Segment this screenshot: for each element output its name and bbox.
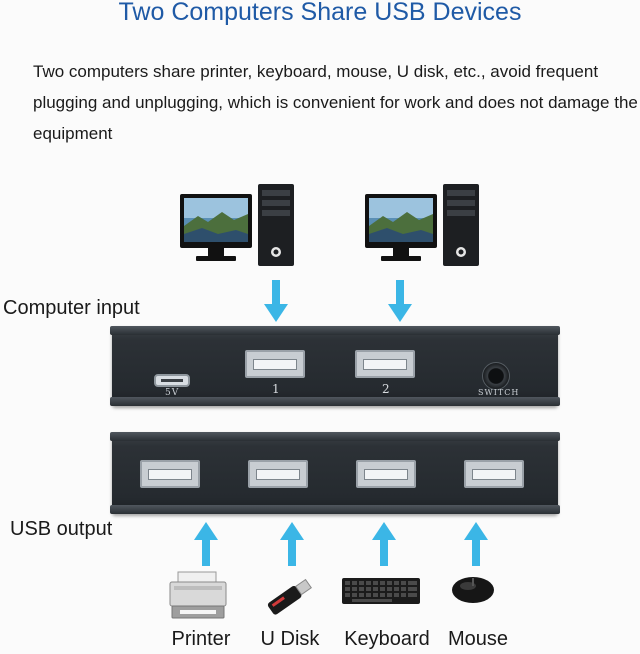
micro-usb-power-port (154, 374, 190, 387)
port-number-2: 2 (382, 382, 390, 396)
arrow-up-icon (280, 522, 304, 566)
usb-input-port-1 (245, 350, 305, 378)
usb-input-port-2 (355, 350, 415, 378)
hub-top-edge (110, 432, 560, 441)
device-label-printer: Printer (171, 628, 231, 650)
power-port-label: 5V (165, 388, 180, 398)
device-label-keyboard: Keyboard (344, 628, 430, 650)
computer-input-label: Computer input (3, 297, 140, 319)
arrow-up-icon (464, 522, 488, 566)
usb-output-port-4 (464, 460, 524, 488)
usb-output-label: USB output (10, 518, 113, 540)
usb-switch-output-side (110, 432, 560, 514)
description-text: Two computers share printer, keyboard, m… (33, 62, 638, 143)
printer-icon (169, 571, 227, 619)
arrow-down-icon (264, 280, 288, 322)
computer-1 (180, 184, 294, 266)
hub-top-edge (110, 326, 560, 335)
hub-bottom-edge (110, 397, 560, 406)
mouse-icon (452, 577, 494, 603)
port-number-1: 1 (272, 382, 280, 396)
device-label-mouse: Mouse (447, 628, 509, 650)
usb-output-port-3 (356, 460, 416, 488)
usb-switch-input-side: 5V 1 2 SWITCH (110, 326, 560, 406)
switch-label: SWITCH (478, 388, 520, 397)
device-label-u-disk: U Disk (260, 628, 320, 650)
tower-icon (258, 184, 294, 266)
tower-icon (443, 184, 479, 266)
hub-bottom-edge (110, 505, 560, 514)
arrow-down-icon (388, 280, 412, 322)
switch-button (482, 362, 510, 390)
arrow-up-icon (372, 522, 396, 566)
keyboard-icon (342, 578, 420, 604)
usb-output-port-1 (140, 460, 200, 488)
usb-drive-icon (267, 578, 312, 615)
page-title: Two Computers Share USB Devices (118, 0, 522, 26)
usb-output-port-2 (248, 460, 308, 488)
arrow-up-icon (194, 522, 218, 566)
computer-2 (365, 184, 479, 266)
monitor-icon (365, 194, 437, 261)
monitor-icon (180, 194, 252, 261)
